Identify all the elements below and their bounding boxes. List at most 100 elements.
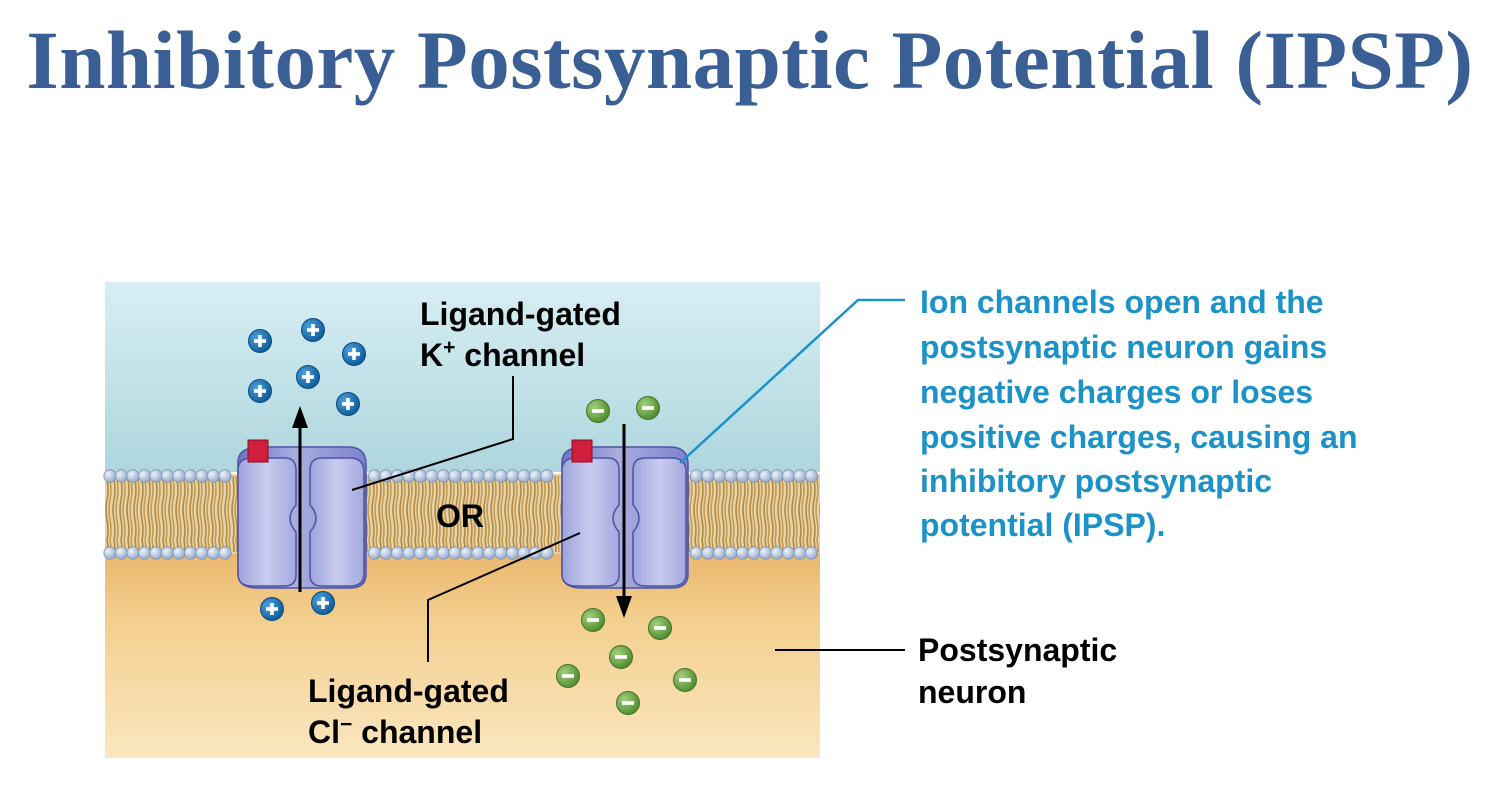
phospholipid-head [448, 469, 462, 483]
cl-channel-label-line1: Ligand-gated [308, 673, 509, 709]
plus-circle-icon [260, 597, 284, 621]
phospholipid-head [402, 546, 416, 560]
description-line-1: Ion channels open and the [920, 284, 1324, 320]
phospholipid-head [793, 469, 807, 483]
phospholipid-head [747, 546, 761, 560]
minus-circle-icon [609, 645, 633, 669]
phospholipid-head [505, 546, 520, 560]
phospholipid-head [367, 469, 382, 483]
phospholipid-head [793, 546, 807, 560]
phospholipid-head [724, 469, 738, 483]
plus-circle-icon [296, 365, 320, 389]
plus-circle-icon [248, 329, 272, 353]
k-channel-leader [351, 376, 514, 491]
plus-circle-icon [301, 318, 325, 342]
k-channel-label-line2: K+ channel [420, 336, 585, 373]
phospholipid-head [103, 469, 117, 483]
intracellular-fluid [105, 545, 820, 758]
description-line-5: inhibitory postsynaptic [920, 463, 1272, 499]
phospholipid-head [494, 546, 508, 560]
phospholipid-head [471, 469, 485, 483]
phospholipid-head [758, 469, 773, 483]
minus-circle-icon [556, 664, 580, 688]
phospholipid-head [413, 546, 428, 560]
phospholipid-head [195, 469, 209, 483]
leader-lines [351, 376, 905, 662]
phospholipid-head [126, 469, 140, 483]
phospholipid-head [735, 546, 750, 560]
phospholipid-head [149, 546, 163, 560]
phospholipid-head [172, 469, 186, 483]
phospholipid-head [528, 469, 543, 483]
minus-circle-icon [673, 668, 697, 692]
phospholipid-head [804, 469, 819, 483]
k-channel-word: channel [455, 337, 585, 373]
description-line-2: postsynaptic neuron gains [920, 329, 1327, 365]
extracellular-fluid [105, 282, 820, 472]
phospholipid-head [379, 546, 393, 560]
plus-circle-icon [336, 392, 360, 416]
phospholipid-head [459, 469, 474, 483]
minus-circle-icon [581, 608, 605, 632]
phospholipid-head [505, 469, 520, 483]
minus-circle-icon [648, 616, 672, 640]
phospholipid-head [517, 469, 531, 483]
phospholipid-head [436, 469, 451, 483]
phospholipid-head [172, 546, 186, 560]
phospholipid-head [482, 469, 497, 483]
page-title: Inhibitory Postsynaptic Potential (IPSP) [26, 14, 1474, 106]
phospholipid-head [781, 469, 796, 483]
k-superscript: + [443, 336, 455, 359]
ligand-square-cl [571, 439, 593, 463]
cl-channel-leader [427, 532, 581, 662]
phospholipid-head [149, 469, 163, 483]
phospholipid-head [758, 546, 773, 560]
k-efflux-arrow [292, 406, 308, 592]
phospholipid-head [413, 469, 428, 483]
phospholipid-head [436, 546, 451, 560]
cl-channel-word: channel [352, 714, 482, 750]
phospholipid-head [770, 546, 784, 560]
phospholipid-head [137, 469, 152, 483]
cl-channel-label-line2: Cl− channel [308, 713, 482, 750]
plus-circle-icon [342, 342, 366, 366]
phospholipid-head [735, 469, 750, 483]
phospholipid-head [218, 546, 232, 560]
phospholipid-head [137, 546, 152, 560]
minus-circle-icon [616, 691, 640, 715]
phospholipid-head [701, 469, 715, 483]
phospholipid-head [804, 546, 819, 560]
cl-influx-arrow [616, 424, 632, 618]
phospholipid-head [482, 546, 497, 560]
phospholipid-head [689, 469, 704, 483]
minus-circle-icon [586, 399, 610, 423]
postsynaptic-label-line2: neuron [918, 674, 1026, 710]
ligand-square-k [247, 439, 269, 463]
lipid-bilayer [103, 469, 820, 560]
phospholipid-head [747, 469, 761, 483]
phospholipid-head [770, 469, 784, 483]
phospholipid-head [425, 546, 439, 560]
k-channel-label-line1: Ligand-gated [420, 296, 621, 332]
phospholipid-head [206, 546, 221, 560]
cl-symbol: Cl [308, 714, 340, 750]
minus-circle-icon [636, 396, 660, 420]
phospholipid-head [114, 469, 129, 483]
description-line-3: negative charges or loses [920, 374, 1313, 410]
phospholipid-head [390, 546, 405, 560]
phospholipid-head [183, 469, 198, 483]
phospholipid-head [425, 469, 439, 483]
phospholipid-head [160, 546, 175, 560]
phospholipid-head [459, 546, 474, 560]
phospholipid-head [367, 546, 382, 560]
k-symbol: K [420, 337, 443, 373]
plus-circle-icon [248, 379, 272, 403]
phospholipid-head [781, 546, 796, 560]
or-label: OR [436, 498, 484, 534]
phospholipid-head [218, 469, 232, 483]
cl-superscript: − [340, 713, 352, 736]
phospholipid-head [471, 546, 485, 560]
phospholipid-head [701, 546, 715, 560]
phospholipid-head [206, 469, 221, 483]
